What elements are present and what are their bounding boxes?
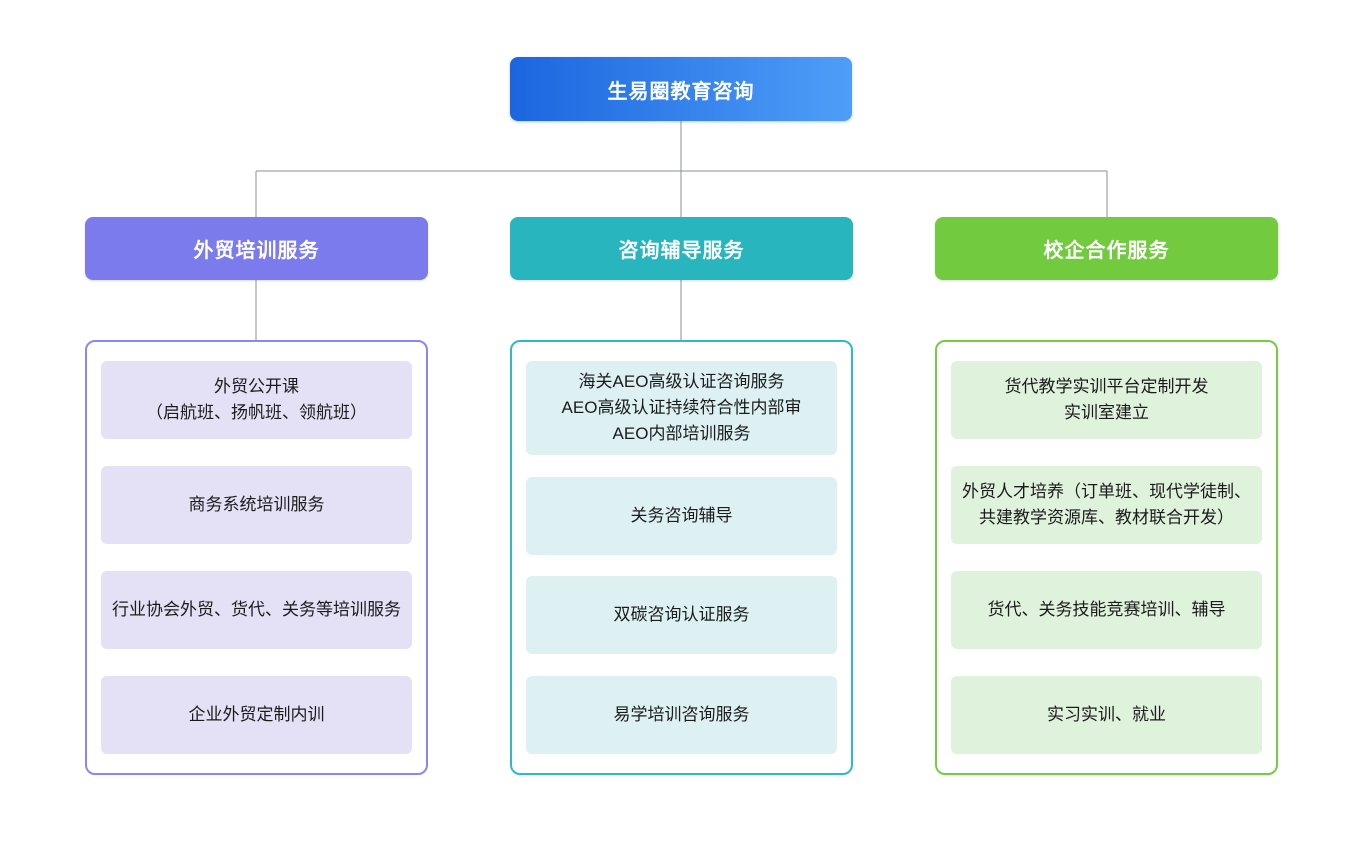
service-item[interactable]: 商务系统培训服务 bbox=[101, 466, 412, 544]
service-item[interactable]: 双碳咨询认证服务 bbox=[526, 576, 837, 655]
root-node[interactable]: 生易圈教育咨询 bbox=[510, 57, 852, 121]
branch-container: 海关AEO高级认证咨询服务 AEO高级认证持续符合性内部审 AEO内部培训服务关… bbox=[510, 340, 853, 775]
service-item[interactable]: 货代、关务技能竞赛培训、辅导 bbox=[951, 571, 1262, 649]
service-item[interactable]: 企业外贸定制内训 bbox=[101, 676, 412, 754]
branch-container: 货代教学实训平台定制开发 实训室建立外贸人才培养（订单班、现代学徒制、共建教学资… bbox=[935, 340, 1278, 775]
service-item[interactable]: 海关AEO高级认证咨询服务 AEO高级认证持续符合性内部审 AEO内部培训服务 bbox=[526, 361, 837, 455]
branch-header[interactable]: 咨询辅导服务 bbox=[510, 217, 853, 280]
service-item[interactable]: 易学培训咨询服务 bbox=[526, 675, 837, 754]
branch-header[interactable]: 校企合作服务 bbox=[935, 217, 1278, 280]
service-item[interactable]: 关务咨询辅导 bbox=[526, 476, 837, 555]
service-item[interactable]: 外贸人才培养（订单班、现代学徒制、共建教学资源库、教材联合开发） bbox=[951, 466, 1262, 544]
service-item[interactable]: 行业协会外贸、货代、关务等培训服务 bbox=[101, 571, 412, 649]
branch-header[interactable]: 外贸培训服务 bbox=[85, 217, 428, 280]
service-item[interactable]: 货代教学实训平台定制开发 实训室建立 bbox=[951, 361, 1262, 439]
branch: 外贸培训服务 外贸公开课 （启航班、扬帆班、领航班） 商务系统培训服务行业协会外贸… bbox=[85, 217, 428, 775]
branch: 咨询辅导服务 海关AEO高级认证咨询服务 AEO高级认证持续符合性内部审 AEO… bbox=[510, 217, 853, 775]
service-item[interactable]: 外贸公开课 （启航班、扬帆班、领航班） bbox=[101, 361, 412, 439]
branch: 校企合作服务 货代教学实训平台定制开发 实训室建立外贸人才培养（订单班、现代学徒… bbox=[935, 217, 1278, 775]
branch-container: 外贸公开课 （启航班、扬帆班、领航班） 商务系统培训服务行业协会外贸、货代、关务等… bbox=[85, 340, 428, 775]
service-item[interactable]: 实习实训、就业 bbox=[951, 676, 1262, 754]
